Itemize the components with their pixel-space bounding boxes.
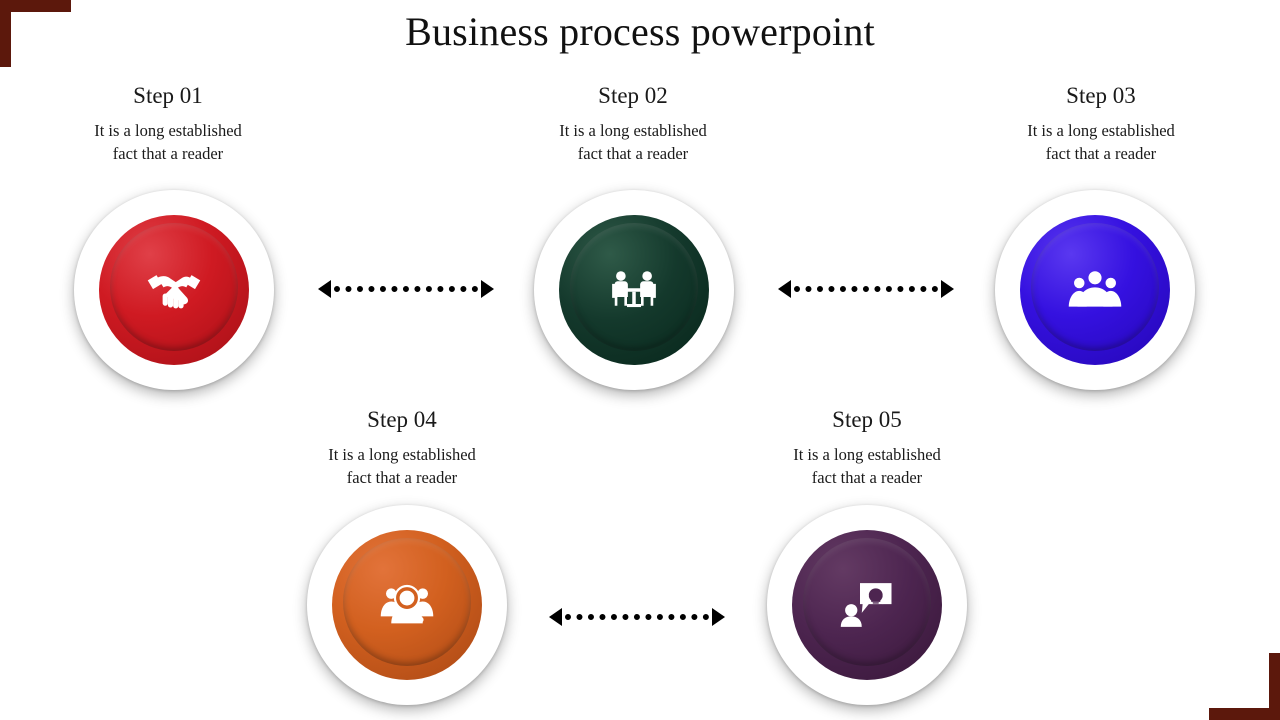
people-group-icon <box>1067 266 1123 314</box>
arrow-head-right-icon <box>481 280 494 298</box>
step-description-1: It is a long established fact that a rea… <box>38 119 298 166</box>
step-title-2: Step 02 <box>598 83 668 108</box>
step-node-5-disc <box>792 530 942 680</box>
step-description-5: It is a long established fact that a rea… <box>737 443 997 490</box>
arrow-head-left-icon <box>778 280 791 298</box>
connector-step04-step05 <box>549 608 725 626</box>
step-title-3: Step 03 <box>1066 83 1136 108</box>
step-description-3-line1: It is a long established <box>1027 120 1175 140</box>
step-description-2: It is a long established fact that a rea… <box>503 119 763 166</box>
step-description-5-line2: fact that a reader <box>811 468 923 488</box>
arrow-head-right-icon <box>712 608 725 626</box>
step-node-3[interactable] <box>995 190 1195 390</box>
step-description-4-line1: It is a long established <box>328 444 476 464</box>
person-idea-bubble-icon <box>839 581 895 629</box>
step-title-4: Step 04 <box>367 407 437 432</box>
arrow-head-right-icon <box>941 280 954 298</box>
step-node-2-disc <box>559 215 709 365</box>
dotted-line <box>334 286 478 292</box>
step-node-1[interactable] <box>74 190 274 390</box>
corner-bracket-bottom-right-horizontal <box>1209 708 1280 720</box>
dotted-line <box>794 286 938 292</box>
step-description-4: It is a long established fact that a rea… <box>272 443 532 490</box>
step-description-3: It is a long established fact that a rea… <box>971 119 1231 166</box>
step-text-block-3: Step 03 It is a long established fact th… <box>971 82 1231 166</box>
step-description-1-line1: It is a long established <box>94 120 242 140</box>
step-title-5: Step 05 <box>832 407 902 432</box>
step-description-2-line1: It is a long established <box>559 120 707 140</box>
meeting-table-icon <box>606 266 662 314</box>
step-node-1-disc <box>99 215 249 365</box>
step-text-block-1: Step 01 It is a long established fact th… <box>38 82 298 166</box>
step-description-4-line2: fact that a reader <box>346 468 458 488</box>
step-node-2[interactable] <box>534 190 734 390</box>
corner-bracket-top-left-vertical <box>0 0 11 67</box>
corner-bracket-top-left-horizontal <box>0 0 71 12</box>
arrow-head-left-icon <box>318 280 331 298</box>
dotted-line <box>565 614 709 620</box>
step-title-1: Step 01 <box>133 83 203 108</box>
step-text-block-4: Step 04 It is a long established fact th… <box>272 406 532 490</box>
connector-step02-step03 <box>778 280 954 298</box>
step-description-2-line2: fact that a reader <box>577 144 689 164</box>
arrow-head-left-icon <box>549 608 562 626</box>
step-description-5-line1: It is a long established <box>793 444 941 464</box>
step-description-1-line2: fact that a reader <box>112 144 224 164</box>
corner-bracket-bottom-right-vertical <box>1269 653 1280 720</box>
step-node-4[interactable] <box>307 505 507 705</box>
step-text-block-2: Step 02 It is a long established fact th… <box>503 82 763 166</box>
step-node-4-disc <box>332 530 482 680</box>
handshake-icon <box>146 266 202 314</box>
step-node-5[interactable] <box>767 505 967 705</box>
connector-step01-step02 <box>318 280 494 298</box>
slide-title: Business process powerpoint <box>405 9 875 54</box>
people-search-icon <box>379 581 435 629</box>
step-node-3-disc <box>1020 215 1170 365</box>
step-text-block-5: Step 05 It is a long established fact th… <box>737 406 997 490</box>
step-description-3-line2: fact that a reader <box>1045 144 1157 164</box>
